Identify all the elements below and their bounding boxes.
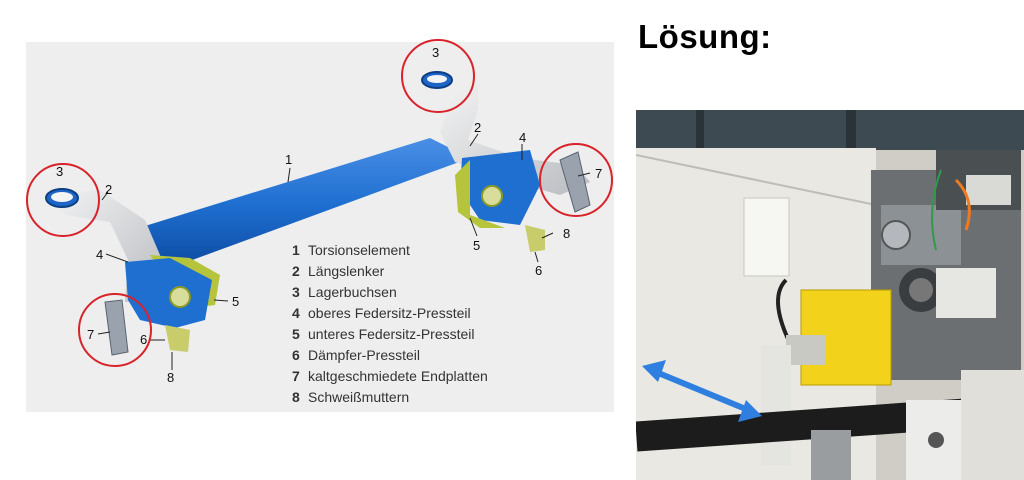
right-end-plate	[559, 151, 591, 213]
left-end-plate	[104, 299, 129, 356]
welding-fixture-photo	[636, 110, 1024, 480]
solution-title: Lösung:	[638, 18, 772, 55]
callout-8-left: 8	[167, 370, 175, 385]
callout-2-left: 2	[105, 182, 113, 197]
callout-5-right: 5	[473, 238, 481, 253]
callout-8-right: 8	[563, 226, 571, 241]
left-upper-spring-seat	[125, 258, 212, 328]
callout-7-right: 7	[595, 166, 603, 181]
highlight-circle-right-bushing	[401, 39, 475, 113]
highlight-circle-right-end-plate	[539, 143, 613, 217]
highlight-circle-left-end-plate	[78, 293, 152, 367]
callout-4-left: 4	[96, 247, 104, 262]
callout-5-left: 5	[232, 294, 240, 309]
highlight-circle-left-bushing	[26, 163, 100, 237]
callout-6-right: 6	[535, 263, 543, 278]
blue-double-arrow	[642, 360, 762, 422]
callout-7-left: 7	[87, 327, 95, 342]
callout-1: 1	[285, 152, 293, 167]
right-damper-part	[525, 225, 545, 252]
right-upper-spring-seat	[460, 150, 540, 225]
left-damper-part	[165, 325, 190, 352]
right-lower-spring-seat	[455, 160, 505, 228]
callout-3-left: 3	[56, 164, 64, 179]
callout-2-right: 2	[474, 120, 482, 135]
callout-3-right: 3	[432, 45, 440, 60]
callout-4-right: 4	[519, 130, 527, 145]
torsion-element	[132, 138, 470, 270]
callout-6-left: 6	[140, 332, 148, 347]
